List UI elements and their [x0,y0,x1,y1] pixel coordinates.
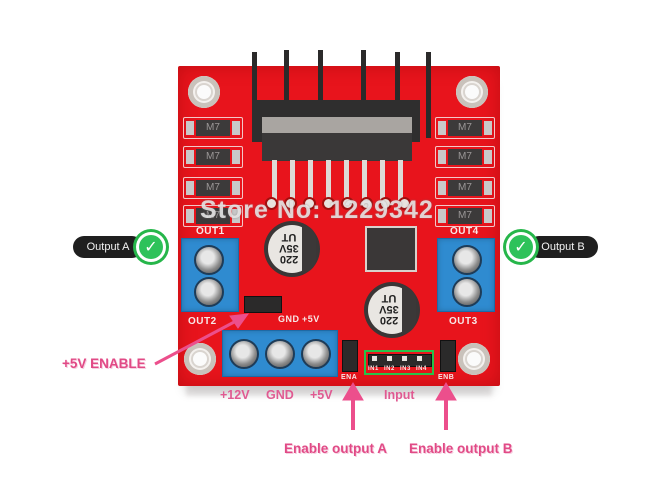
solder-pad [265,197,278,210]
check-icon: ✓ [139,235,163,259]
arrow-head-enable-a [342,382,364,401]
pin-in2[interactable] [387,356,392,361]
silk-gnd: GND [278,314,300,324]
solder-pad [379,197,392,210]
label-gnd: GND [266,388,294,402]
pin-in1[interactable] [372,356,377,361]
label-enable-output-b: Enable output B [409,441,513,456]
chip-pin [290,160,295,200]
silk-in4: IN4 [416,366,427,372]
screw[interactable] [452,245,482,275]
mount-hole-bottom-left [184,343,216,375]
chip-pin [272,160,277,200]
pin-in4[interactable] [417,356,422,361]
silk-in3: IN3 [400,366,411,372]
screw[interactable] [194,277,224,307]
diode: M7 [183,117,243,139]
chip-pin [308,160,313,200]
chip-pin [398,160,403,200]
arrow-head-enable-b [435,382,457,401]
silk-in2: IN2 [384,366,395,372]
chip-pin [362,160,367,200]
heatsink-fin [426,52,431,138]
label-5v-enable: +5V ENABLE [62,356,146,371]
terminal-output-a [181,238,239,312]
diode: M7 [183,146,243,168]
heatsink-fin [252,52,257,138]
jumper-ena[interactable] [342,340,358,372]
silk-out2: OUT2 [188,316,217,327]
screw-5v[interactable] [301,339,331,369]
callout-output-a: Output A [73,236,143,258]
input-header[interactable] [368,354,432,367]
callout-badge-a: ✓ [136,232,166,262]
label-plus12v: +12V [220,388,250,402]
diode: M7 [183,177,243,199]
input-header-highlight [364,350,434,375]
voltage-regulator [365,226,417,272]
arrow-5v-enable [154,318,239,366]
mount-hole-top-right [456,76,488,108]
screw-12v[interactable] [229,339,259,369]
chip-pin [326,160,331,200]
check-icon: ✓ [509,235,533,259]
solder-pad [284,197,297,210]
screw-gnd[interactable] [265,339,295,369]
diode: M7 [435,177,495,199]
silk-enb: ENB [438,374,455,381]
terminal-power [222,330,338,377]
label-input: Input [384,388,415,402]
pin-in3[interactable] [402,356,407,361]
solder-pad [341,197,354,210]
diode: M7 [435,205,495,227]
label-plus5v: +5V [310,388,333,402]
screw[interactable] [194,245,224,275]
silk-out4: OUT4 [450,226,479,237]
callout-badge-b: ✓ [506,232,536,262]
chip-pin [344,160,349,200]
jumper-enb[interactable] [440,340,456,372]
l298n-chip [262,117,412,161]
silk-ena: ENA [341,374,358,381]
silk-in1: IN1 [368,366,379,372]
solder-pad [398,197,411,210]
silk-out3: OUT3 [449,316,478,327]
silk-plus5v: +5V [302,314,320,324]
heatsink-fin [318,50,323,108]
mount-hole-bottom-right [458,343,490,375]
arrow-head-5v-enable [229,313,250,329]
solder-pad [360,197,373,210]
chip-pin [380,160,385,200]
store-watermark: Store No: 1229342 [200,196,434,224]
mount-hole-top-left [188,76,220,108]
jumper-5v-enable[interactable] [244,296,282,313]
heatsink-fin [284,50,289,108]
diode: M7 [435,146,495,168]
solder-pad [303,197,316,210]
silk-out1: OUT1 [196,226,225,237]
solder-pad [322,197,335,210]
label-enable-output-a: Enable output A [284,441,387,456]
terminal-output-b [437,238,495,312]
heatsink-fin [361,50,366,108]
screw[interactable] [452,277,482,307]
heatsink-fin [395,52,400,110]
diode: M7 [435,117,495,139]
callout-output-b: Output B [528,236,598,258]
diode: M7 [183,205,243,227]
